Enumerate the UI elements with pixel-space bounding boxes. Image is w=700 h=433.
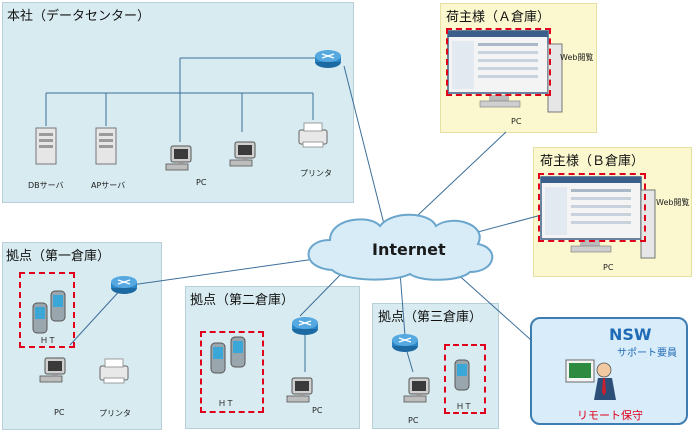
hq-router-icon: [314, 49, 342, 69]
site1-ht-highlight: [19, 272, 75, 348]
shipper-a-highlight: [446, 28, 551, 96]
site2-pc-label: PC: [312, 406, 323, 415]
site3-router-icon: [391, 333, 419, 353]
internet-cloud: [307, 213, 494, 281]
shipper-b-highlight: [538, 173, 646, 242]
hq-printer-icon: [298, 122, 328, 148]
hq-title: 本社（データセンター）: [7, 9, 151, 24]
site1-printer-label: プリンタ: [99, 409, 131, 418]
site3-pc-icon: [403, 377, 430, 403]
db-server-icon: [35, 127, 57, 165]
site1-pc-icon: [39, 357, 66, 383]
site3-panel: 拠点（第三倉庫）: [372, 303, 499, 429]
db-server-label: DBサーバ: [28, 181, 64, 190]
site1-printer-icon: [99, 358, 129, 384]
shipper-b-title: 荷主様（Ｂ倉庫）: [540, 154, 645, 169]
shipper-a-workstation: [447, 30, 563, 113]
internet-label: Internet: [372, 240, 446, 259]
hq-pc2-icon: [229, 141, 256, 167]
site3-ht-label: ＨＴ: [456, 402, 472, 411]
site1-title: 拠点（第一倉庫）: [6, 249, 111, 264]
ap-server-label: APサーバ: [91, 181, 126, 190]
site2-ht-highlight: [200, 331, 264, 413]
site3-pc-label: PC: [408, 416, 419, 425]
nsw-subtitle: サポート要員: [617, 348, 677, 359]
site3-ht-highlight: [444, 344, 486, 414]
shipper-a-title: 荷主様（Ａ倉庫）: [446, 10, 551, 25]
site2-router-icon: [291, 316, 319, 336]
shipper-a-pc-label: PC: [511, 117, 522, 126]
support-person-icon: [565, 359, 616, 400]
site1-ht-label: ＨＴ: [40, 336, 56, 345]
ap-server-icon: [95, 127, 117, 165]
shipper-a-web-label: Web閲覧: [560, 53, 594, 62]
site1-router-icon: [110, 275, 138, 295]
hq-printer-label: プリンタ: [300, 169, 332, 178]
nsw-remote-maintenance: リモート保守: [577, 409, 643, 422]
hq-pc-label: PC: [196, 178, 207, 187]
site2-pc-icon: [286, 377, 313, 403]
site1-pc-label: PC: [54, 408, 65, 417]
site2-title: 拠点（第二倉庫）: [190, 293, 295, 308]
site2-ht-label: ＨＴ: [218, 399, 234, 408]
nsw-title: NSW: [609, 325, 652, 344]
shipper-b-web-label: Web閲覧: [656, 198, 690, 207]
shipper-b-pc-label: PC: [603, 263, 614, 272]
hq-pc-icon: [165, 145, 192, 171]
